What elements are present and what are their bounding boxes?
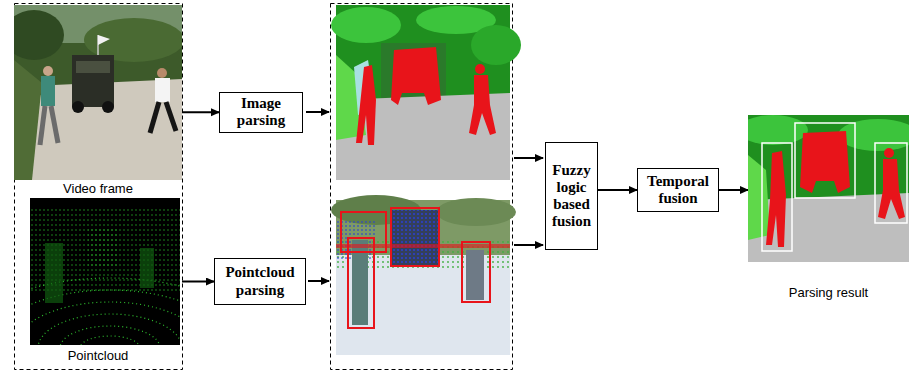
arrow-connector [182,281,214,283]
segmentation-image [331,5,521,180]
box-label: Image parsing [223,95,299,130]
process-box: Image parsing [219,92,303,133]
arrow [308,280,329,282]
box-label: Pointcloud parsing [218,264,302,299]
image-caption: Video frame [14,181,182,196]
illustration [748,115,909,266]
arrow-connector [719,189,748,191]
arrow-connector [182,111,219,113]
box-label: Fuzzy logic based fusion [549,162,594,231]
illustration [30,198,180,349]
pointcloud-image: Pointcloud [14,195,182,369]
parsing-result-image: Parsing result [748,115,909,305]
process-box: Fuzzy logic based fusion [545,142,598,250]
illustration [14,5,182,184]
pointcloud-overlay-image [331,195,516,355]
arrow [514,244,543,246]
arrow [514,157,543,159]
arrow [306,111,329,113]
process-box: Pointcloud parsing [214,258,306,305]
video-frame-image: Video frame [14,3,182,193]
image-caption: Pointcloud [14,348,182,363]
box-label: Temporal fusion [641,173,715,208]
process-box: Temporal fusion [637,168,719,212]
image-caption: Parsing result [748,285,909,300]
arrow-connector [598,189,637,191]
